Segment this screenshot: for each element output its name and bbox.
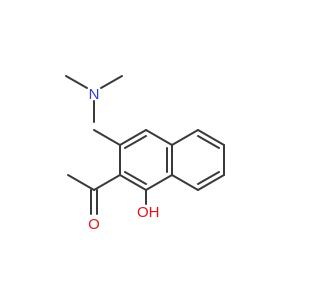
nitrogen-label: N: [89, 86, 100, 103]
bond-n-methyl-right: [100, 75, 123, 89]
bond-lines: [65, 75, 225, 215]
bond-c3-c4: [119, 129, 147, 146]
molecule-structure: N O OH: [65, 75, 225, 233]
double-bond-c7-c8-inner: [197, 171, 220, 185]
double-bond-c5-c6-inner: [197, 135, 220, 149]
atom-labels: N O OH: [88, 86, 159, 233]
carbonyl-oxygen-label: O: [88, 216, 100, 233]
hydroxyl-label: OH: [137, 204, 160, 221]
bond-c8-c8a: [171, 174, 199, 191]
double-bond-c1-c2-inner: [124, 171, 147, 185]
structure-canvas: N O OH: [65, 75, 225, 233]
bond-carbonyl-methyl: [67, 174, 95, 191]
bond-c2-carbonyl: [93, 174, 121, 191]
bond-c4a-c5: [171, 129, 199, 146]
double-bond-c3-c4-inner: [124, 135, 147, 149]
bond-c8a-c1: [145, 174, 173, 191]
bond-methyl-left-n: [65, 75, 88, 89]
bond-c4-c4a: [145, 129, 173, 146]
bond-c1-c2: [119, 174, 147, 191]
bond-ch2-ring: [93, 129, 121, 146]
bond-c7-c8: [197, 174, 225, 191]
bond-c5-c6: [197, 129, 225, 146]
